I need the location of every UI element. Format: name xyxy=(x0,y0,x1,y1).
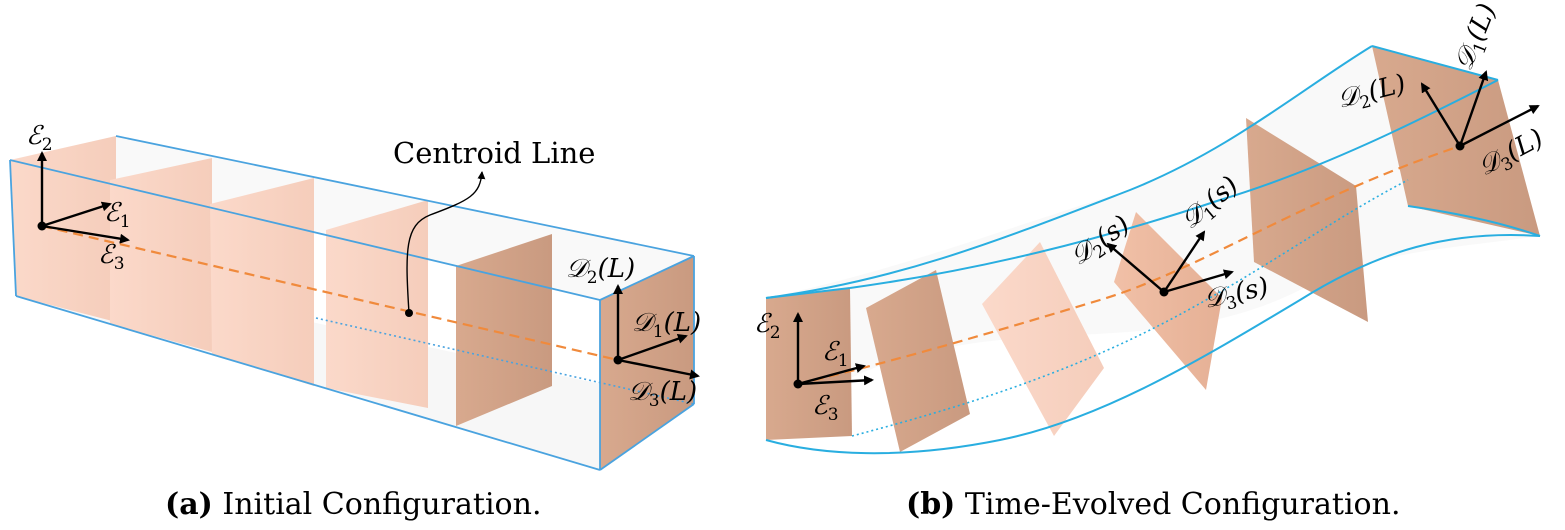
end-cross-section xyxy=(600,256,694,470)
cross-section xyxy=(982,242,1104,436)
axis-e1-arrow xyxy=(41,201,112,228)
label-dl2: 𝒟2(L) xyxy=(1334,69,1409,119)
caption-b: (b) Time-Evolved Configuration. xyxy=(906,487,1400,522)
axis-dl1-arrow xyxy=(1458,70,1489,147)
box-edge xyxy=(9,159,601,301)
axis-dl2-arrow xyxy=(1420,82,1462,147)
axis-d3-arrow xyxy=(1163,269,1234,294)
axis-e1-arrow xyxy=(797,363,866,386)
tube-edge xyxy=(849,79,1499,289)
axis-d2-arrow xyxy=(1106,242,1165,293)
axis-d3-arrow xyxy=(617,358,700,380)
panel-b: ℰ2 ℰ1 ℰ3 𝒟2(s) 𝒟1(s) 𝒟3(s) 𝒟2(L) 𝒟1(L) 𝒟… xyxy=(754,0,1548,522)
cross-section xyxy=(766,288,852,440)
tube-edge xyxy=(765,233,1541,455)
centroid-line xyxy=(41,224,619,362)
tube-edge xyxy=(1407,205,1541,237)
label-e1: ℰ1 xyxy=(822,337,849,371)
centroid-line-label: Centroid Line xyxy=(393,136,595,170)
tube-edge xyxy=(765,45,1373,299)
label-d2: 𝒟2(L) xyxy=(566,254,635,288)
cross-section xyxy=(1246,118,1368,322)
label-e3: ℰ3 xyxy=(98,240,125,274)
label-ds3: 𝒟3(s) xyxy=(1201,272,1272,319)
box-edge xyxy=(115,135,695,257)
axis-dl3-arrow xyxy=(1459,104,1540,148)
panel-a: Centroid Line ℰ2 ℰ1 ℰ3 𝒟2(L) 𝒟1(L) 𝒟3(L)… xyxy=(9,121,701,522)
axis-e3-arrow xyxy=(797,375,874,386)
tube-edge xyxy=(765,287,851,299)
box-edge xyxy=(599,403,695,471)
label-e2: ℰ2 xyxy=(754,309,781,343)
centroid-curve xyxy=(797,144,1461,386)
tube-edge-hidden xyxy=(851,179,1409,437)
label-dl1: 𝒟1(L) xyxy=(1449,0,1506,76)
label-e1: ℰ1 xyxy=(104,198,131,232)
tube-edge xyxy=(1371,45,1499,81)
axis-d1-arrow xyxy=(1163,230,1206,293)
label-e2: ℰ2 xyxy=(26,121,53,155)
label-e3: ℰ3 xyxy=(812,391,839,425)
cross-section xyxy=(1114,212,1222,390)
cross-section xyxy=(110,158,212,352)
box-edge xyxy=(9,159,17,297)
cross-section xyxy=(866,270,970,452)
axis-e3-arrow xyxy=(41,224,130,244)
axis-d1-arrow xyxy=(617,333,688,362)
label-d3: 𝒟3(L) xyxy=(628,377,697,411)
cross-section xyxy=(210,178,314,386)
caption-a: (a) Initial Configuration. xyxy=(165,487,541,522)
label-d1: 𝒟1(L) xyxy=(632,308,701,342)
box-edge xyxy=(15,295,601,471)
annotation-leader xyxy=(406,171,486,314)
